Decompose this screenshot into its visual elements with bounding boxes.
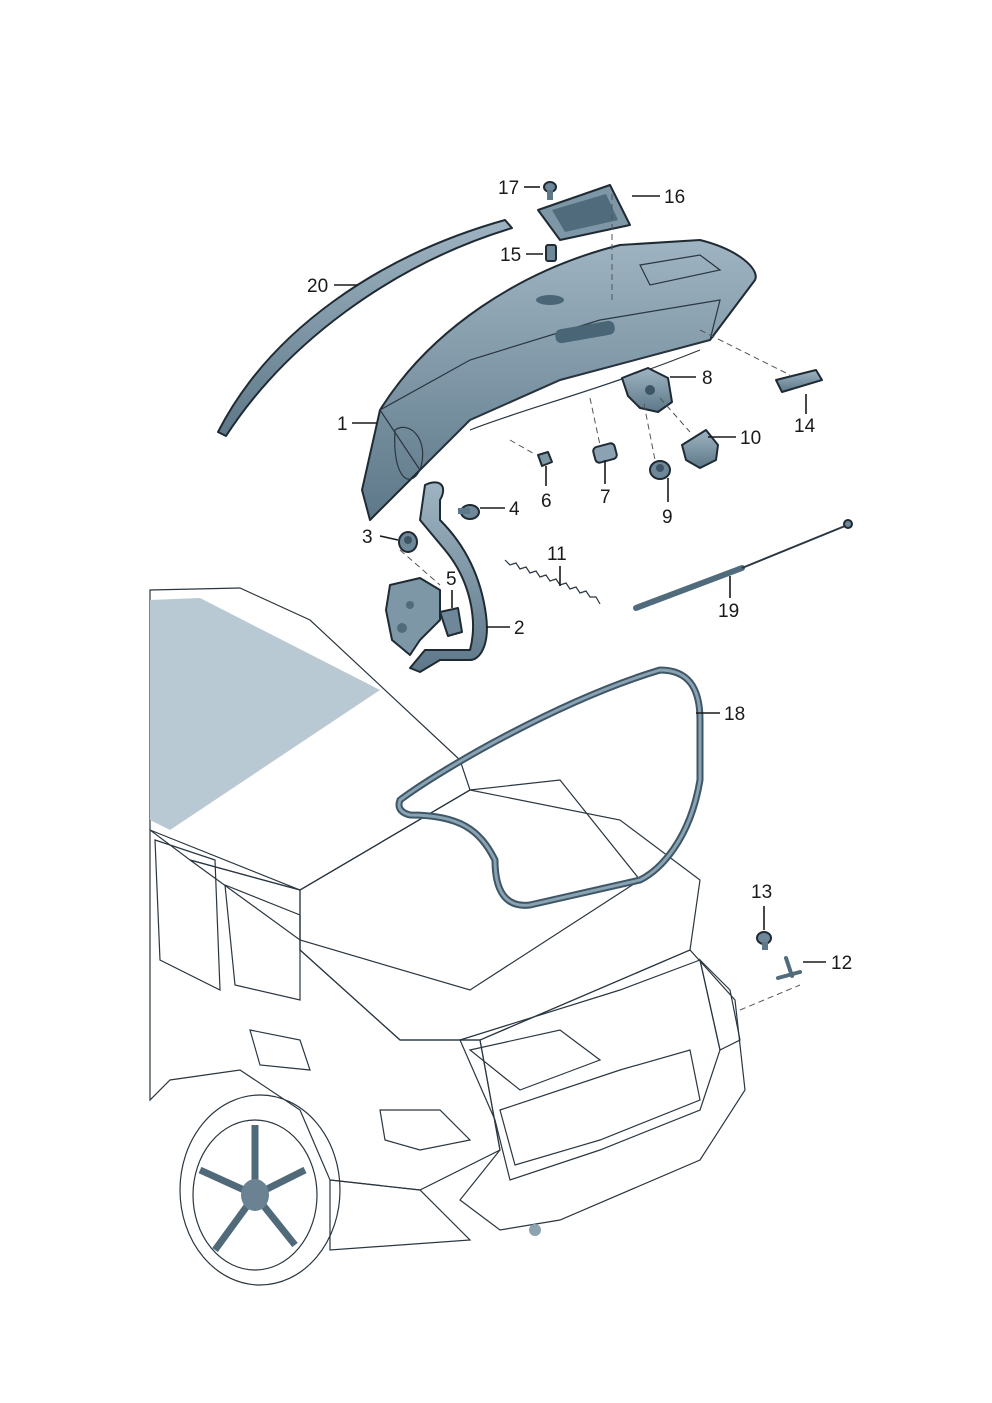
callout-1: 1 (337, 414, 348, 435)
callout-15: 15 (500, 245, 521, 266)
hinge-part (385, 481, 488, 673)
callout-17: 17 (498, 178, 519, 199)
pin-part (776, 956, 802, 980)
callout-9: 9 (662, 507, 673, 528)
callout-8: 8 (702, 368, 713, 389)
callout-7: 7 (600, 487, 611, 508)
screw-part (543, 181, 557, 200)
cover-part (681, 429, 719, 469)
callout-2: 2 (514, 618, 525, 639)
spring-part (504, 559, 601, 605)
callout-20: 20 (307, 276, 328, 297)
leader-lines (334, 186, 826, 963)
bolt-15-part (545, 244, 557, 262)
bracket-part (439, 607, 463, 637)
callout-3: 3 (362, 527, 373, 548)
screw-13-part (756, 931, 772, 950)
clip-part (592, 442, 618, 464)
callout-6: 6 (541, 491, 552, 512)
buffer-part (537, 451, 553, 467)
callout-labels: 1 2 3 4 5 6 7 8 9 10 11 12 13 14 15 16 1… (307, 178, 852, 974)
assembly-lines (399, 192, 801, 1011)
grommet-part (649, 460, 671, 480)
trunk-lid-part (361, 239, 757, 521)
callout-5: 5 (446, 569, 457, 590)
panel-part (537, 184, 631, 241)
light-part (775, 369, 823, 393)
callout-4: 4 (509, 499, 520, 520)
lock-part (621, 367, 673, 413)
gas-strut-part (633, 519, 853, 611)
callout-14: 14 (794, 416, 816, 437)
spoiler-part (217, 219, 513, 437)
bolt-part (458, 504, 480, 520)
car-body-illustration (149, 587, 746, 1286)
callout-19: 19 (718, 601, 739, 622)
nut-part (398, 531, 418, 553)
callout-13: 13 (751, 882, 772, 903)
callout-12: 12 (831, 953, 852, 974)
callout-18: 18 (724, 704, 745, 725)
callout-11: 11 (547, 544, 567, 565)
callout-10: 10 (740, 428, 761, 449)
callout-16: 16 (664, 187, 685, 208)
